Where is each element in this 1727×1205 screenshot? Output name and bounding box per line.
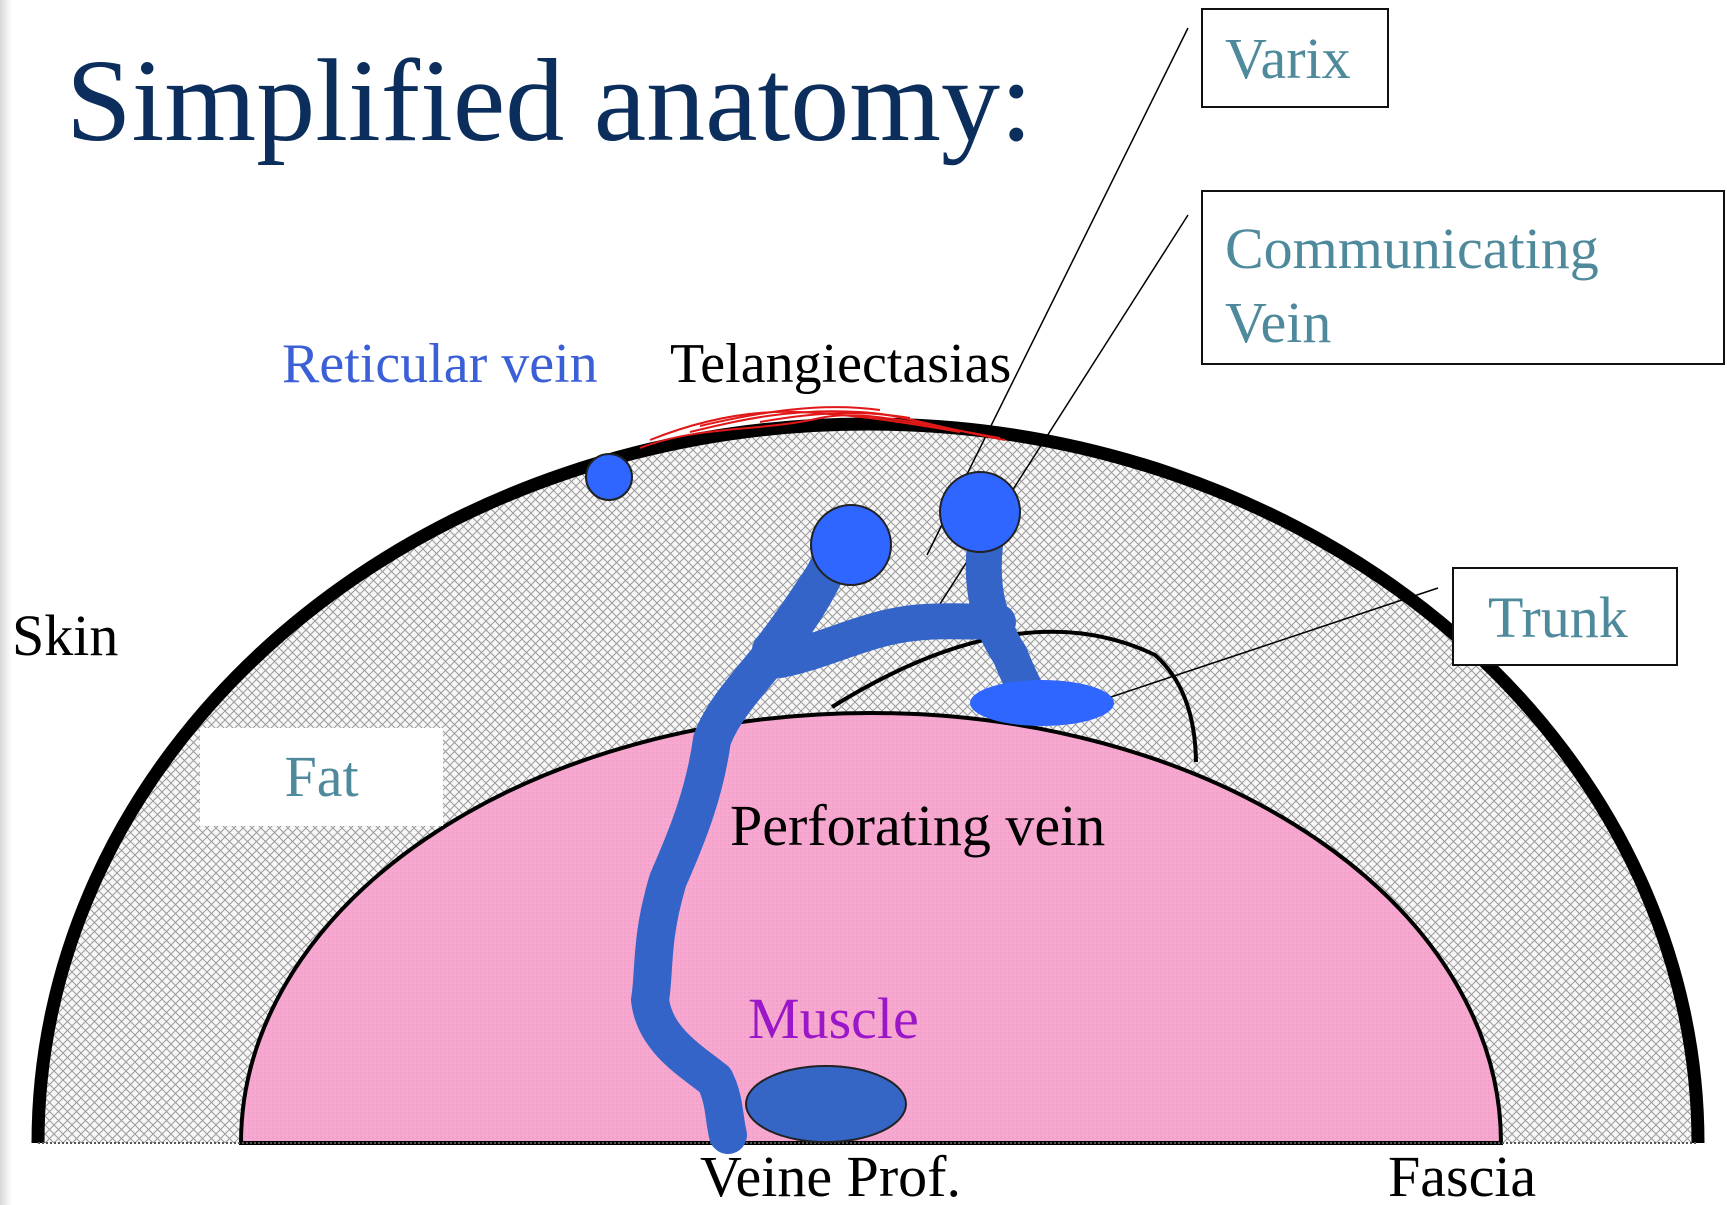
varix-callout: Varix xyxy=(1201,8,1389,108)
fascia-label: Fascia xyxy=(1388,1148,1536,1205)
fat-label: Fat xyxy=(200,728,443,826)
telangiectasias-label: Telangiectasias xyxy=(670,336,1011,392)
reticular-vein xyxy=(586,454,632,500)
varix-left xyxy=(811,505,891,585)
page-title: Simplified anatomy: xyxy=(66,42,1033,160)
reticular-vein-label: Reticular vein xyxy=(282,336,598,392)
trunk-callout-text: Trunk xyxy=(1488,589,1676,647)
varix-callout-text: Varix xyxy=(1225,30,1387,88)
communicating-callout-line2: Vein xyxy=(1225,286,1723,360)
muscle-label: Muscle xyxy=(748,990,919,1048)
communicating-vein-callout: Communicating Vein xyxy=(1201,190,1725,365)
varix-right xyxy=(940,472,1020,552)
veine-prof-label: Veine Prof. xyxy=(700,1148,961,1205)
perforating-vein-label: Perforating vein xyxy=(730,797,1105,855)
trunk-callout: Trunk xyxy=(1452,567,1678,666)
communicating-callout-line1: Communicating xyxy=(1225,212,1723,286)
trunk-ellipse xyxy=(970,680,1114,726)
deep-vein-ellipse xyxy=(746,1066,906,1142)
skin-label: Skin xyxy=(12,607,118,665)
